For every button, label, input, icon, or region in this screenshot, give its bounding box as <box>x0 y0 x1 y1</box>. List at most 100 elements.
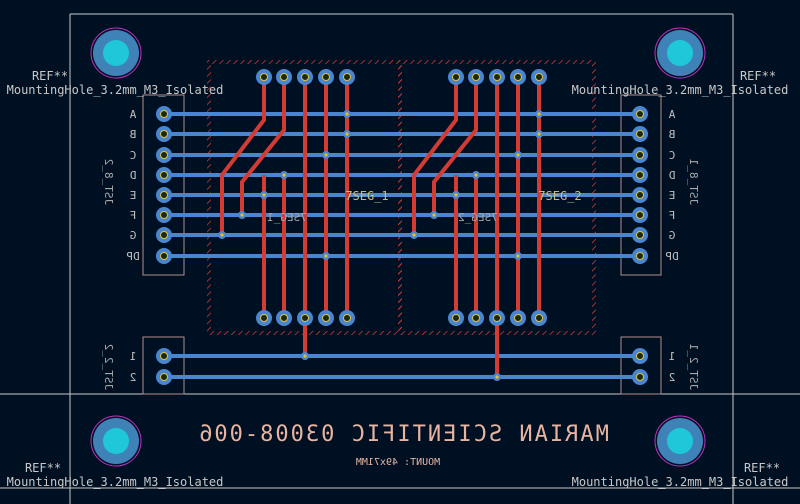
connector-right-8-outline <box>620 94 662 276</box>
pad-drill <box>636 211 644 219</box>
pad-drill <box>472 73 480 81</box>
pad-drill <box>535 314 543 322</box>
pin-label: 1 <box>669 350 676 363</box>
pad-drill <box>160 373 168 381</box>
pin-label: G <box>130 229 137 242</box>
pin-label: B <box>668 128 675 141</box>
pad-drill <box>322 314 330 322</box>
via-hole <box>345 112 349 116</box>
pad-drill <box>260 73 268 81</box>
hole-ref-tl: REF** <box>32 69 68 83</box>
pad-drill <box>343 73 351 81</box>
pad-drill <box>493 314 501 322</box>
display-1-ref: 7SEG_1 <box>345 189 388 203</box>
pad-drill <box>636 352 644 360</box>
via-hole <box>324 254 328 258</box>
pad-drill <box>343 314 351 322</box>
pad-drill <box>160 171 168 179</box>
mounting-hole-3[interactable] <box>90 415 142 467</box>
silkscreen-text: REF** MountingHole_3.2mm_M3_Isolated REF… <box>7 69 789 489</box>
hole-value-bl: MountingHole_3.2mm_M3_Isolated <box>7 475 224 489</box>
via-hole <box>262 193 266 197</box>
pin-label: C <box>669 149 676 162</box>
pad-drill <box>160 151 168 159</box>
connector-right-8-ref: JST_8_1 <box>687 159 700 205</box>
pad-drill <box>160 110 168 118</box>
hole-value-br: MountingHole_3.2mm_M3_Isolated <box>572 475 789 489</box>
hole-ref-tr: REF** <box>740 69 776 83</box>
via-hole <box>516 254 520 258</box>
pad-drill <box>301 73 309 81</box>
via-hole <box>412 233 416 237</box>
pin-label: 2 <box>669 371 676 384</box>
pin-label: 1 <box>130 350 137 363</box>
hole-ref-br: REF** <box>744 461 780 475</box>
board-subtitle: MOUNT: 49x71MM <box>356 457 440 468</box>
pad-drill <box>160 191 168 199</box>
hole-ref-bl: REF** <box>25 461 61 475</box>
pin-label: D <box>669 169 676 182</box>
pad-drill <box>160 231 168 239</box>
pad-drill <box>636 130 644 138</box>
via-hole <box>454 193 458 197</box>
pin-label: C <box>130 149 137 162</box>
display-1-trace-a <box>220 77 266 235</box>
display-1-trace-b <box>240 77 286 215</box>
pad-drill <box>301 314 309 322</box>
pad-drill <box>636 373 644 381</box>
pad-drill <box>514 73 522 81</box>
pin-label: E <box>669 189 676 202</box>
pin-label: DP <box>665 250 679 263</box>
connector-left-8-outline <box>142 94 185 276</box>
pad-drill <box>493 73 501 81</box>
pin-label: A <box>668 108 675 121</box>
mounting-hole-2[interactable] <box>654 27 706 79</box>
via-hole <box>324 153 328 157</box>
pin-label: 2 <box>130 371 137 384</box>
pad-drill <box>636 151 644 159</box>
pin-label: F <box>130 209 137 222</box>
connector-right-2-ref: JST_2_1 <box>687 344 700 390</box>
via-hole <box>432 213 436 217</box>
pin-label: DP <box>126 250 140 263</box>
pin-label: D <box>130 169 137 182</box>
pad-drill <box>636 252 644 260</box>
pin-label: F <box>669 209 676 222</box>
board-outline <box>0 13 800 504</box>
pad-drill <box>452 73 460 81</box>
via-hole <box>516 153 520 157</box>
connector-left-8-ref: JST_8_2 <box>102 159 115 205</box>
via-hole <box>537 132 541 136</box>
display-2-ref: 7SEG_2 <box>538 189 581 203</box>
display-1-fab-ref: 7SEG_1 <box>267 211 307 224</box>
pad-drill <box>160 130 168 138</box>
via-hole <box>537 112 541 116</box>
mounting-hole-1[interactable] <box>90 27 142 79</box>
pad-drill <box>472 314 480 322</box>
mounting-hole-4[interactable] <box>654 415 706 467</box>
via-hole <box>240 213 244 217</box>
pin-label: A <box>129 108 136 121</box>
pad-drill <box>322 73 330 81</box>
pad-drill <box>452 314 460 322</box>
pad-drill <box>535 73 543 81</box>
pad-drill <box>160 211 168 219</box>
pad-drill <box>636 171 644 179</box>
display-2-trace-a <box>412 77 458 235</box>
pad-drill <box>636 110 644 118</box>
pad-drill <box>636 231 644 239</box>
connector-right-2-outline <box>620 336 662 395</box>
hole-value-tr: MountingHole_3.2mm_M3_Isolated <box>572 83 789 97</box>
pad-drill <box>260 314 268 322</box>
pin-label: B <box>129 128 136 141</box>
via-hole <box>495 375 499 379</box>
via-hole <box>345 132 349 136</box>
board-title: MARIAN SCIENTIFIC 03008-006 <box>197 422 609 447</box>
pin-label: G <box>669 229 676 242</box>
pad-drill <box>160 352 168 360</box>
pad-drill <box>636 191 644 199</box>
display-2-fab-ref: 7SEG_2 <box>458 211 498 224</box>
via-hole <box>303 354 307 358</box>
